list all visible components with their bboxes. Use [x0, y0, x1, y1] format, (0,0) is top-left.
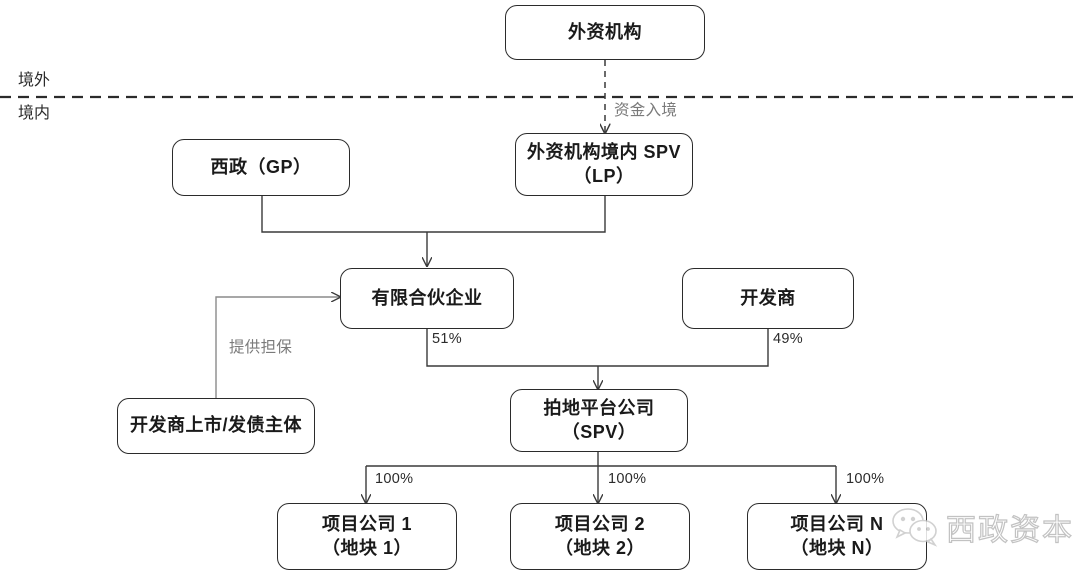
edge-label-guarantee: 提供担保 [229, 339, 293, 356]
node-land-bidding-platform-line2: （SPV） [561, 421, 637, 442]
zone-label-offshore: 境外 [18, 72, 51, 89]
node-xizheng-gp[interactable]: 西政（GP） [172, 139, 350, 196]
edge-label-share-100-a: 100% [375, 471, 414, 487]
node-developer-line1: 开发商 [740, 287, 796, 308]
node-limited-partnership[interactable]: 有限合伙企业 [340, 268, 514, 329]
node-project-company-n-line2: （地块 N） [790, 537, 884, 558]
node-project-company-2-line1: 项目公司 2 [554, 513, 645, 534]
node-project-company-1[interactable]: 项目公司 1 （地块 1） [277, 503, 457, 570]
node-xizheng-gp-line1: 西政（GP） [210, 156, 312, 177]
edge-gp-to-lp-bus [261, 196, 606, 233]
node-developer-listed-entity-line1: 开发商上市/发债主体 [129, 415, 302, 436]
wechat-icon [892, 508, 938, 547]
node-land-bidding-platform[interactable]: 拍地平台公司 （SPV） [510, 389, 688, 452]
node-onshore-spv-lp-line2: （LP） [573, 165, 635, 186]
zone-label-onshore: 境内 [18, 105, 51, 122]
edge-lp-developer-bus [426, 329, 769, 367]
edge-label-share-100-b: 100% [608, 471, 647, 487]
node-project-company-1-line2: （地块 1） [321, 537, 412, 558]
node-onshore-spv-lp-line1: 外资机构境内 SPV [526, 141, 682, 162]
edge-label-share-51: 51% [432, 331, 462, 347]
edge-label-share-49: 49% [773, 331, 803, 347]
node-project-company-2-line2: （地块 2） [554, 537, 645, 558]
node-developer[interactable]: 开发商 [682, 268, 854, 329]
edge-label-share-100-c: 100% [846, 471, 885, 487]
watermark: 西政资本 [890, 505, 1074, 549]
node-project-company-1-line1: 项目公司 1 [321, 513, 412, 534]
watermark-text: 西政资本 [945, 512, 1074, 548]
edge-guarantee [215, 297, 340, 398]
node-limited-partnership-line1: 有限合伙企业 [371, 287, 483, 308]
node-project-company-n-line1: 项目公司 N [790, 513, 884, 534]
node-foreign-institution[interactable]: 外资机构 [505, 5, 705, 60]
node-developer-listed-entity[interactable]: 开发商上市/发债主体 [117, 398, 315, 454]
edge-label-capital-inflow: 资金入境 [614, 102, 678, 119]
node-onshore-spv-lp[interactable]: 外资机构境内 SPV （LP） [515, 133, 693, 196]
node-project-company-2[interactable]: 项目公司 2 （地块 2） [510, 503, 690, 570]
node-foreign-institution-line1: 外资机构 [568, 21, 642, 42]
node-land-bidding-platform-line1: 拍地平台公司 [543, 397, 655, 418]
